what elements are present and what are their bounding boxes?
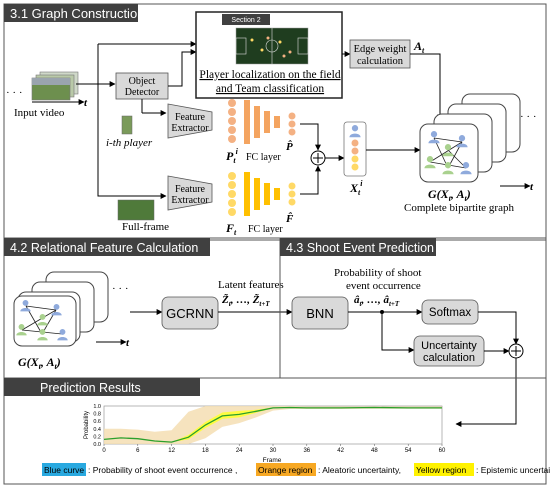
bnn-label: BNN bbox=[306, 306, 333, 321]
aleatoric-band bbox=[104, 406, 442, 444]
object-detector-label-1: Object bbox=[129, 76, 156, 87]
fc-layer-top-label: FC layer bbox=[246, 152, 281, 163]
soccer-field-image bbox=[235, 27, 309, 65]
a-seq: ât, …, ât+T bbox=[354, 294, 400, 308]
chart-ylabel: Probability bbox=[84, 411, 90, 439]
x-tick-label: 54 bbox=[405, 448, 412, 454]
prediction-header bbox=[4, 378, 200, 396]
y-tick-label: 0.0 bbox=[93, 442, 101, 448]
feature-extractor-top-label-2: Extractor bbox=[171, 123, 209, 134]
x-tick-label: 60 bbox=[439, 448, 446, 454]
chart-xlabel: Frame bbox=[263, 457, 282, 464]
x-tick-label: 42 bbox=[337, 448, 344, 454]
legend-blue-text: : Probability of shoot event occurrence … bbox=[88, 465, 237, 475]
legend-yellow-tag: Yellow region bbox=[416, 465, 467, 475]
p-hat-label: P̂ bbox=[286, 140, 293, 153]
relational-title: 4.2 Relational Feature Calculation bbox=[10, 241, 198, 255]
shoot-title: 4.3 Shoot Event Prediction bbox=[286, 241, 434, 255]
chart-legend: Blue curve : Probability of shoot event … bbox=[42, 463, 550, 476]
prediction-panel bbox=[3, 377, 547, 485]
probability-line bbox=[103, 406, 442, 443]
latent-seq: Z̃t, …, Z̃t+T bbox=[221, 293, 270, 308]
x-tick-label: 18 bbox=[202, 448, 209, 454]
player-localization-label-2: and Team classification bbox=[216, 83, 324, 95]
x-tick-label: 24 bbox=[236, 448, 243, 454]
input-video-frames bbox=[31, 71, 79, 101]
full-frame-label: Full-frame bbox=[122, 221, 169, 233]
x-tick-label: 36 bbox=[303, 448, 310, 454]
f-hat-label: F̂ bbox=[285, 212, 294, 225]
fc-layer-bottom-label: FC layer bbox=[248, 224, 283, 235]
legend-blue-tag: Blue curve bbox=[44, 465, 84, 475]
graph-caption: Complete bipartite graph bbox=[404, 202, 514, 214]
legend-orange-swatch bbox=[256, 463, 316, 476]
gcrnn-box[interactable] bbox=[161, 296, 219, 330]
a-t-label: At bbox=[413, 39, 425, 55]
fc-layer-top bbox=[228, 99, 296, 144]
graph-construction-header bbox=[4, 4, 138, 22]
feature-extractor-top-label-1: Feature bbox=[175, 112, 206, 123]
feature-extractor-bottom-label-1: Feature bbox=[175, 184, 206, 195]
x-tick-label: 48 bbox=[371, 448, 378, 454]
input-graph-stack bbox=[13, 271, 109, 347]
feature-extractor-bottom bbox=[167, 175, 213, 211]
legend-orange-tag: Orange region bbox=[258, 465, 313, 475]
player-crop-image bbox=[121, 115, 133, 135]
ith-player-label: i-th player bbox=[106, 137, 153, 149]
y-tick-label: 1.0 bbox=[93, 404, 101, 410]
prediction-title: Prediction Results bbox=[40, 381, 141, 395]
section2-tag bbox=[222, 14, 270, 25]
latent-title: Latent features bbox=[218, 279, 284, 291]
input-t-label: t bbox=[84, 97, 88, 109]
prob-label-1: Probability of shoot bbox=[334, 267, 421, 279]
uncertainty-label-2: calculation bbox=[423, 352, 475, 364]
f-label: Ft bbox=[225, 221, 237, 237]
graph-t-label: t bbox=[530, 181, 534, 193]
x-tick-label: 12 bbox=[168, 448, 175, 454]
y-tick-label: 0.2 bbox=[93, 434, 101, 440]
legend-orange-text: : Aleatoric uncertainty, bbox=[318, 465, 401, 475]
bipartite-graph-stack bbox=[419, 93, 521, 183]
y-tick-label: 0.6 bbox=[93, 419, 101, 425]
x-tick-label: 30 bbox=[270, 448, 277, 454]
edge-weight-label-1: Edge weight bbox=[354, 44, 407, 55]
legend-blue-swatch bbox=[42, 463, 86, 476]
relational-t-label: t bbox=[126, 337, 130, 349]
bnn-box[interactable] bbox=[291, 296, 349, 330]
section2-tag-label: Section 2 bbox=[231, 17, 260, 24]
fc-layer-bottom bbox=[228, 172, 296, 216]
x-tick-label: 6 bbox=[136, 448, 140, 454]
uncertainty-label-1: Uncertainty bbox=[421, 340, 477, 352]
gcrnn-label: GCRNN bbox=[166, 306, 214, 321]
graph-construction-panel bbox=[3, 3, 547, 241]
graph-construction-title: 3.1 Graph Construction bbox=[10, 6, 144, 21]
feature-extractor-bottom-label-2: Extractor bbox=[171, 195, 209, 206]
y-tick-label: 0.4 bbox=[93, 427, 101, 433]
object-detector-label-2: Detector bbox=[125, 87, 160, 98]
x-tick-label: 0 bbox=[102, 448, 106, 454]
input-video-label: Input video bbox=[14, 107, 65, 119]
shoot-header bbox=[280, 238, 436, 256]
legend-yellow-swatch bbox=[414, 463, 474, 476]
edge-weight-label-2: calculation bbox=[357, 56, 404, 67]
softmax-label: Softmax bbox=[429, 307, 471, 319]
prob-label-2: event occurrence bbox=[346, 280, 421, 292]
input-dots: · · · bbox=[6, 87, 23, 99]
x-label: Xti bbox=[349, 179, 363, 197]
player-localization-label-1: Player localization on the field bbox=[199, 69, 340, 81]
graph-name: G(Xt, At) bbox=[428, 187, 471, 203]
legend-yellow-text: : Epistemic uncertainty bbox=[476, 465, 550, 475]
feature-extractor-top bbox=[167, 103, 213, 139]
graph-dots: · · · bbox=[520, 111, 537, 123]
relational-header bbox=[4, 238, 210, 256]
relational-dots: · · · bbox=[112, 283, 129, 295]
p-label: Pti bbox=[226, 147, 239, 165]
y-tick-label: 0.8 bbox=[93, 412, 101, 418]
relational-graph-name: G(Xt, At) bbox=[18, 355, 61, 371]
full-frame-image bbox=[117, 199, 155, 221]
